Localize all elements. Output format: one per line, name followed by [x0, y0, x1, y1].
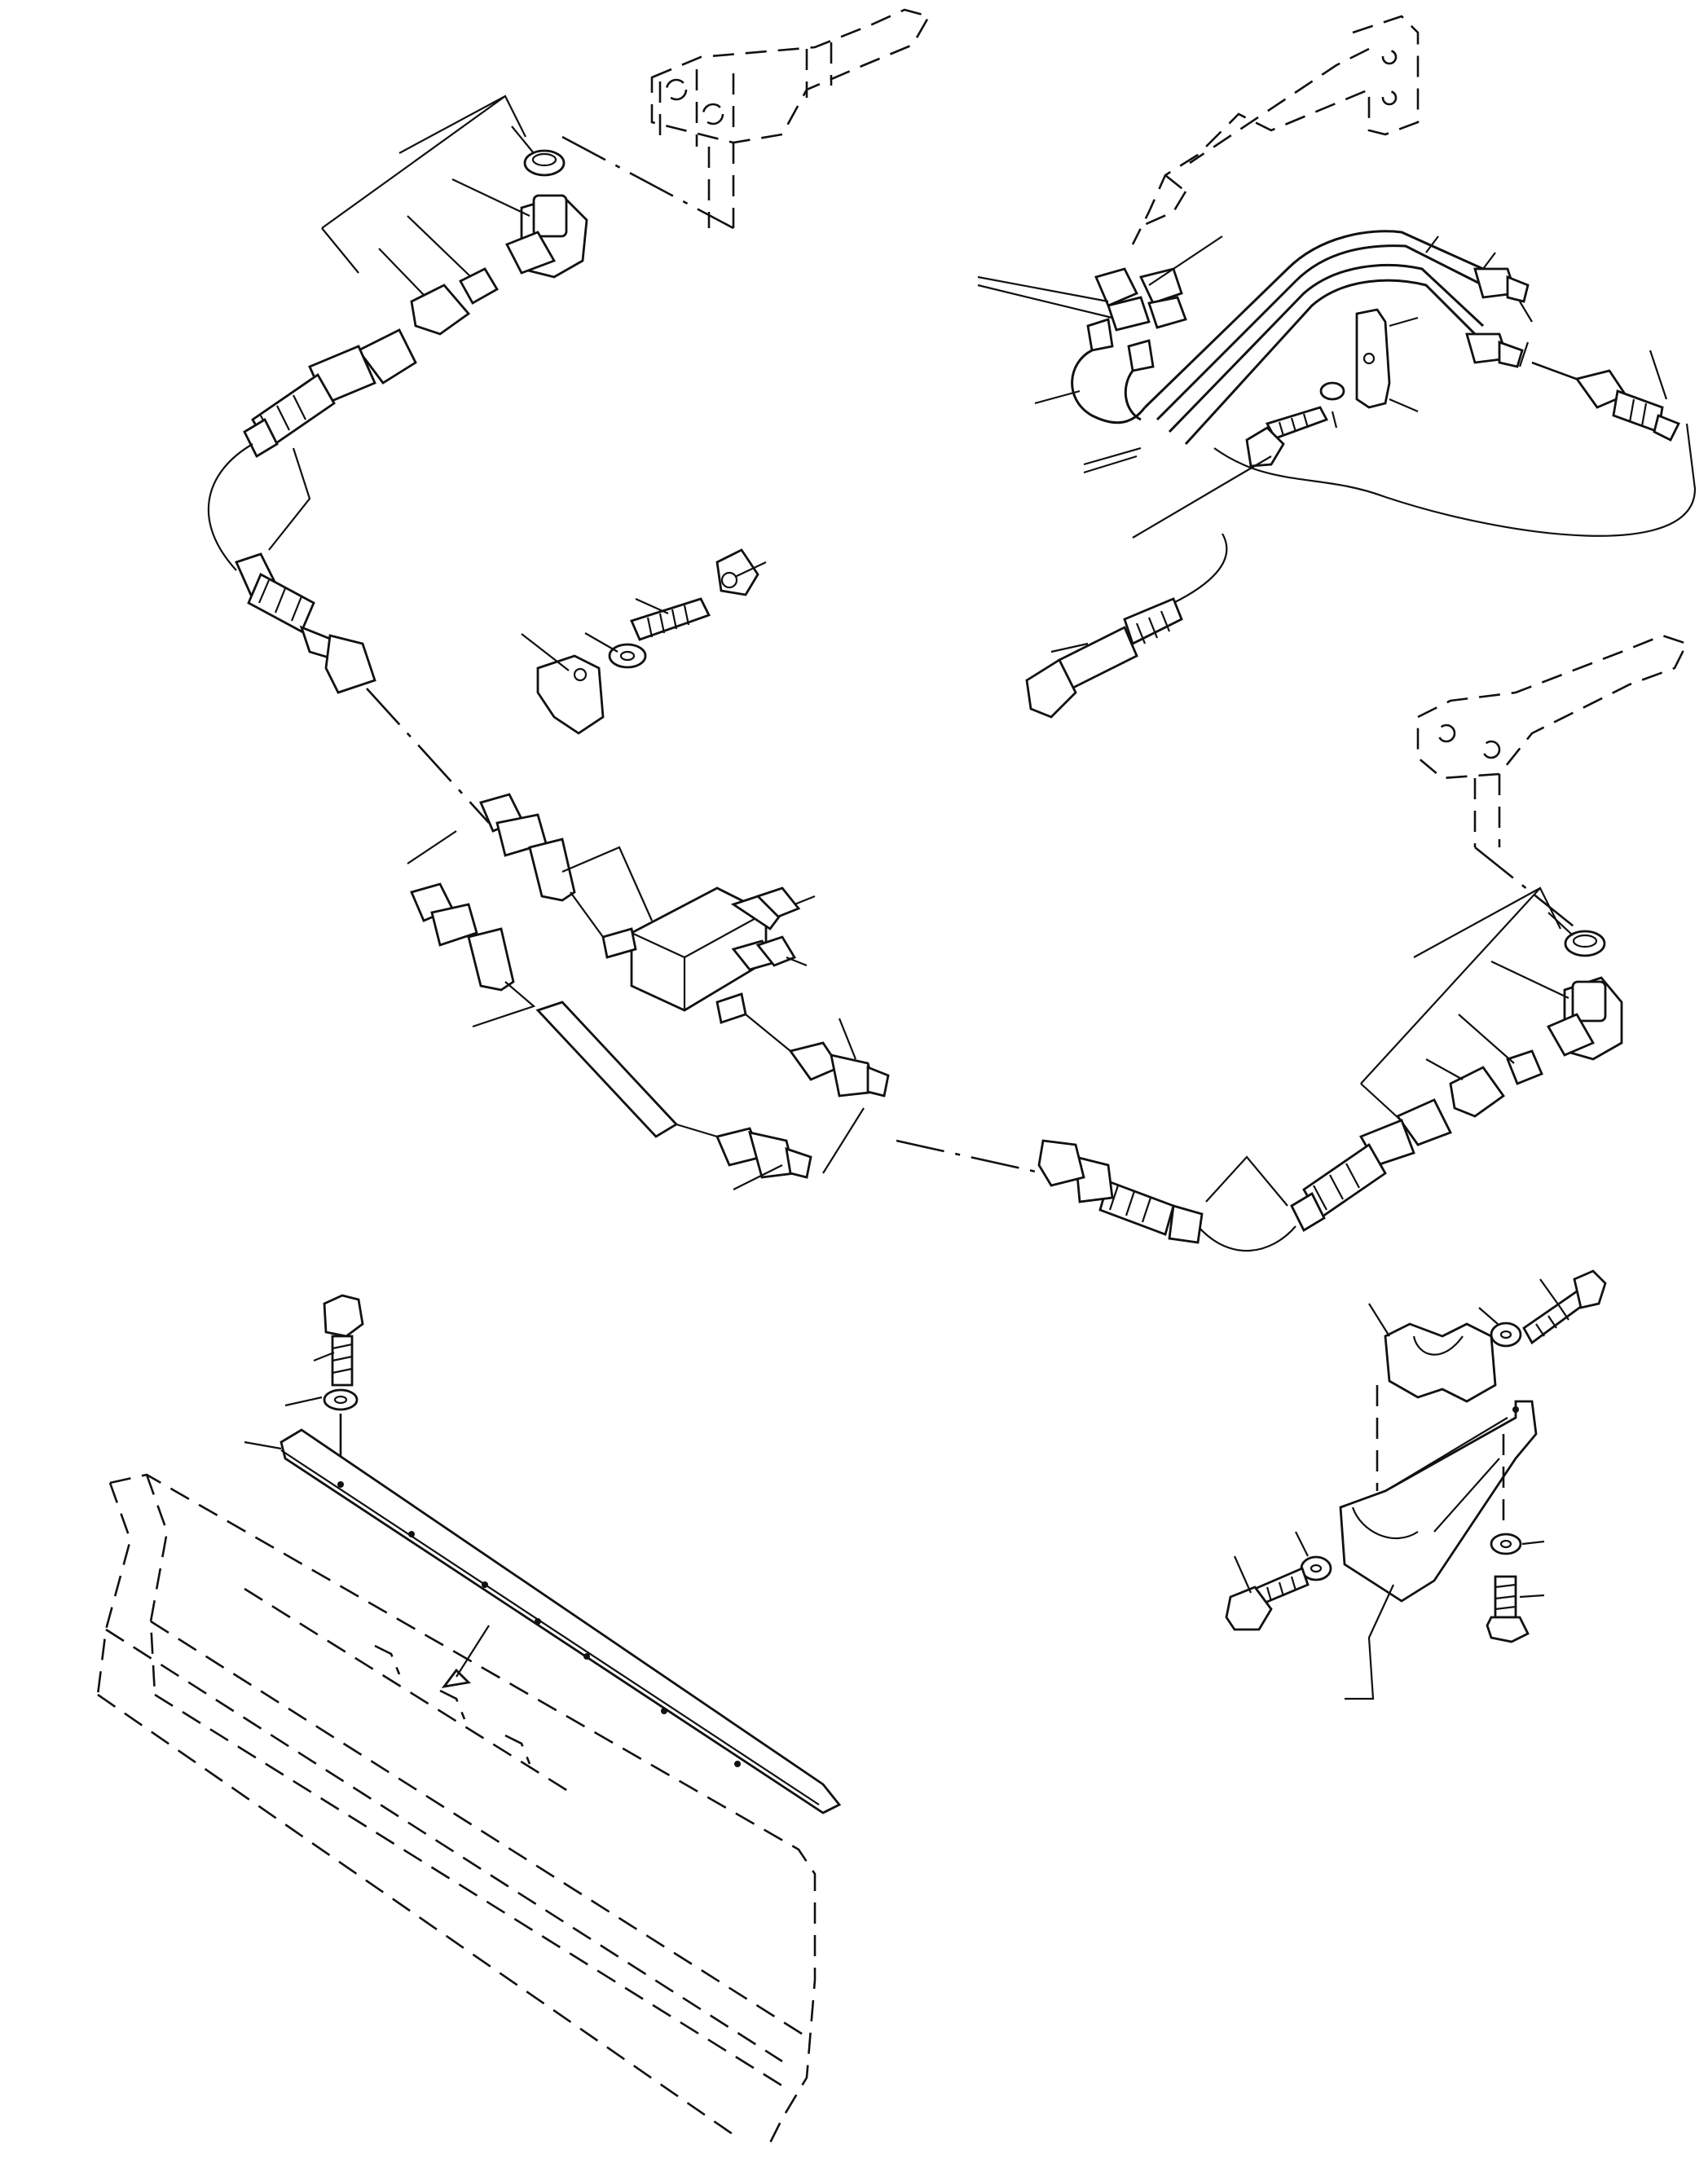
- hose-assembly-right-lower: [1037, 1098, 1452, 1252]
- dozer-blade-phantom: [96, 1473, 817, 2152]
- distribution-block-center: [407, 793, 890, 1190]
- steel-pipe-assembly-top-right: [977, 230, 1533, 539]
- elbow-fitting-assembly-top-left: [321, 95, 588, 336]
- centerline-right-pipe: [1531, 361, 1610, 393]
- bolt-and-washer-lower-left: [284, 1294, 364, 1491]
- centerline-left-hose: [366, 688, 490, 824]
- valve-bracket-phantom-top-right: [1131, 15, 1420, 245]
- cutting-edge-blade: [244, 1428, 842, 1814]
- hose-end-center: [1025, 533, 1228, 719]
- control-valve-phantom-top-left: [650, 8, 931, 228]
- clamp-bracket-center: [521, 548, 767, 735]
- elbow-fitting-assembly-right: [1360, 886, 1623, 1129]
- hose-loop-top-right: [1213, 423, 1697, 537]
- hose-assembly-top-right: [1574, 350, 1680, 442]
- centerline-lower-center: [896, 1139, 1044, 1175]
- control-valve-phantom-right: [1416, 634, 1688, 947]
- mounting-bracket-assembly-lower-right: [1225, 1269, 1607, 1700]
- centerline-top-left: [561, 135, 734, 230]
- hose-assembly-left: [207, 328, 417, 694]
